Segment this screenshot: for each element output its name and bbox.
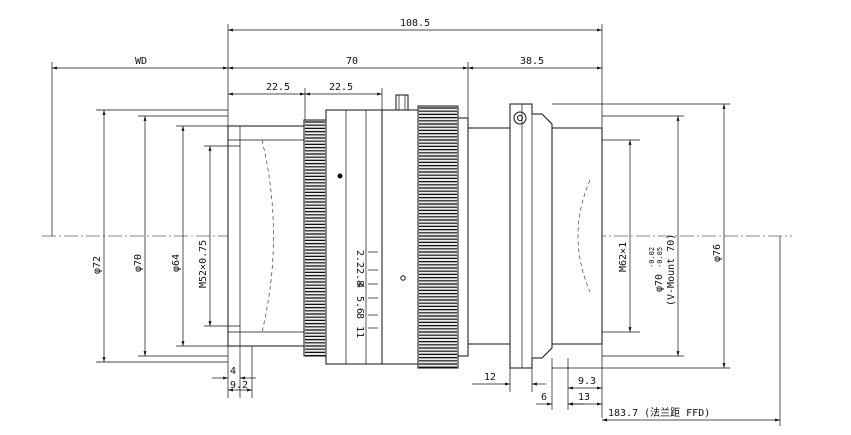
dim-6: 6 [541,392,547,403]
rear-optic-curve [577,179,591,293]
dim-front-b: 22.5 [329,82,353,93]
aperture-label: 2.8 [354,268,365,286]
lens-body: 2.2 2.8 4 5.6 8 11 [227,94,603,369]
dim-d76: φ76 [712,244,723,262]
dim-wd: WD [135,56,147,67]
aperture-label: 5.6 [354,296,365,314]
front-optic-curve [261,139,274,333]
mount-flange [509,103,553,369]
dim-13: 13 [578,392,590,403]
dim-thread-rear: M62×1 [618,242,629,272]
aperture-ring-knurling [419,107,457,368]
dim-ffd: 183.7 (法兰距 FFD) [608,406,710,419]
dim-9-3: 9.3 [578,376,596,387]
collar-mark [400,275,406,281]
aperture-label: 8 [354,313,365,319]
mount-screw-icon [513,111,527,125]
dim-small-9-2: 9.2 [230,380,248,391]
neck [457,117,469,357]
lock-screw [395,94,409,111]
rear-tube [551,127,603,345]
aperture-label: 4 [354,282,365,288]
dim-d72: φ72 [92,256,103,274]
dim-small-4: 4 [230,366,236,377]
dim-vmount: (V-Mount 70) [666,234,677,306]
dim-d70-mount: φ70 [654,274,665,292]
dim-body-length: 70 [346,56,358,67]
focus-ring-knurling [305,121,325,357]
rear-body [467,127,511,345]
dim-d70: φ70 [133,254,144,272]
collar [381,109,419,365]
dim-total-length: 108.5 [400,18,430,29]
dim-d70-tol-lower: -0.05 [656,247,664,268]
dim-flange-12: 12 [484,372,496,383]
aperture-scale: 2.2 2.8 4 5.6 8 11 [354,250,378,338]
dim-front-a: 22.5 [266,82,290,93]
dim-d64: φ64 [171,254,182,272]
dim-d70-tol-upper: -0.02 [648,247,656,268]
aperture-barrel [325,109,383,365]
dim-mount-length: 38.5 [520,56,544,67]
front-barrel [227,125,309,347]
aperture-label: 11 [354,326,365,338]
dim-thread-front: M52×0.75 [198,240,209,288]
index-dot [337,173,343,179]
aperture-label: 2.2 [354,250,365,268]
